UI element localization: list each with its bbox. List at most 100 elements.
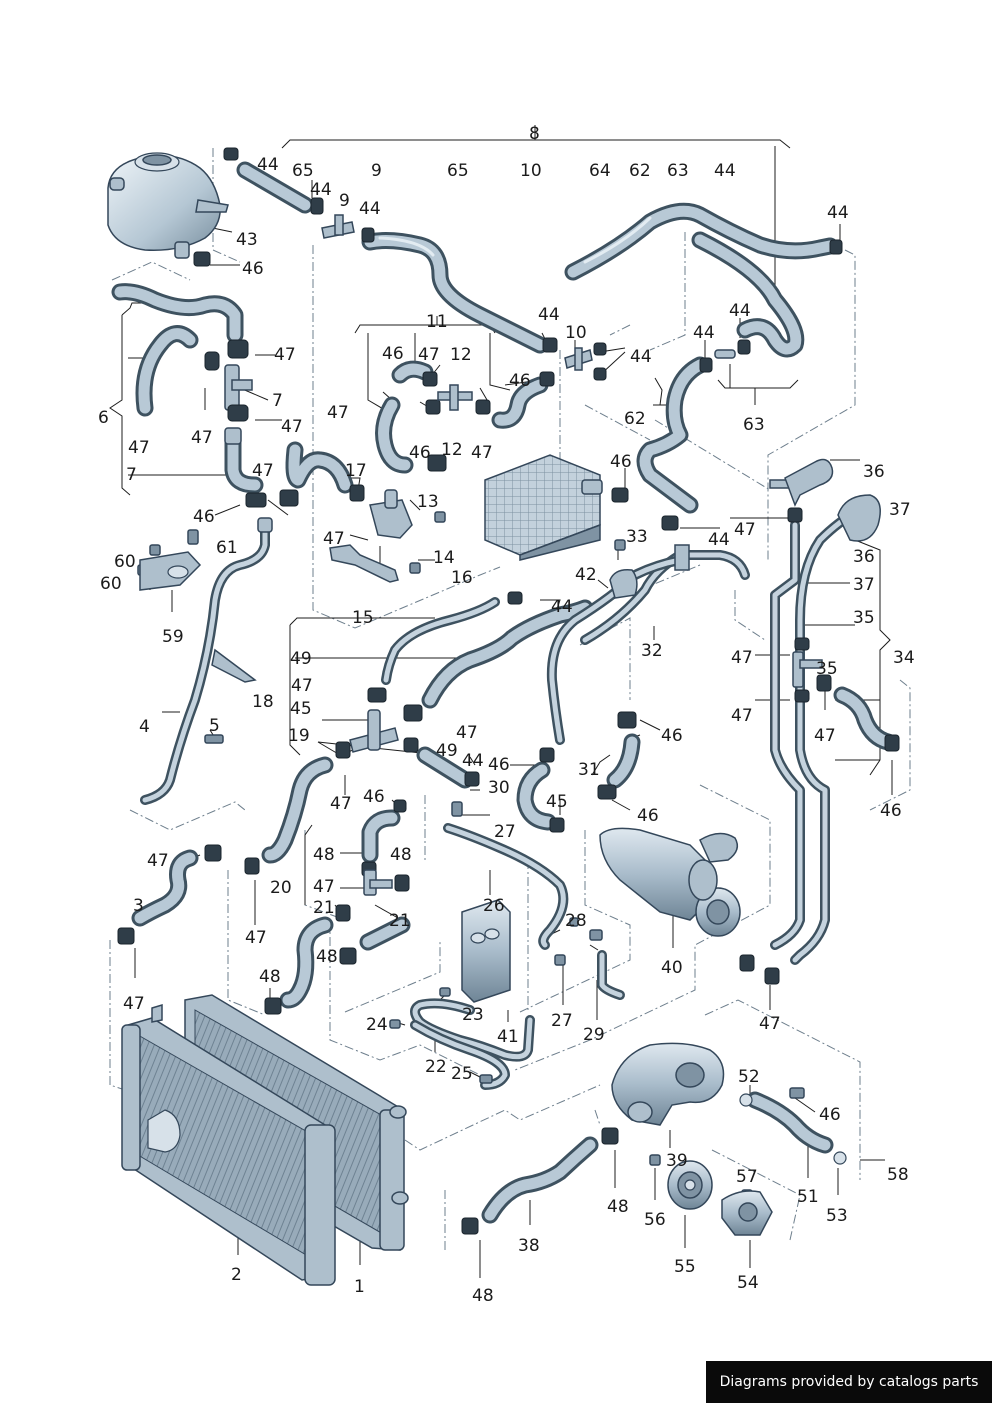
callout: 56 bbox=[644, 1210, 666, 1230]
callout: 19 bbox=[288, 726, 310, 746]
callout: 47 bbox=[734, 520, 756, 540]
callout: 47 bbox=[323, 529, 345, 549]
callout: 7 bbox=[126, 465, 137, 485]
callout: 12 bbox=[441, 440, 463, 460]
callout: 34 bbox=[893, 648, 915, 668]
callout: 36 bbox=[853, 547, 875, 567]
callout: 33 bbox=[626, 527, 648, 547]
callout: 52 bbox=[738, 1067, 760, 1087]
callout: 46 bbox=[409, 443, 431, 463]
callout: 45 bbox=[546, 792, 568, 812]
callout: 46 bbox=[819, 1105, 841, 1125]
callout: 47 bbox=[814, 726, 836, 746]
callout: 57 bbox=[736, 1167, 758, 1187]
callout: 51 bbox=[797, 1187, 819, 1207]
callout: 46 bbox=[661, 726, 683, 746]
callout: 47 bbox=[330, 794, 352, 814]
callout: 23 bbox=[462, 1005, 484, 1025]
callout: 47 bbox=[327, 403, 349, 423]
callout: 10 bbox=[565, 323, 587, 343]
callout: 21 bbox=[389, 911, 411, 931]
callout: 2 bbox=[231, 1265, 242, 1285]
callout: 22 bbox=[425, 1057, 447, 1077]
callout: 5 bbox=[209, 716, 220, 736]
callout: 54 bbox=[737, 1273, 759, 1293]
callout: 30 bbox=[488, 778, 510, 798]
callout: 42 bbox=[575, 565, 597, 585]
callout: 46 bbox=[488, 755, 510, 775]
callout: 47 bbox=[245, 928, 267, 948]
callout: 58 bbox=[887, 1165, 909, 1185]
callout: 39 bbox=[666, 1151, 688, 1171]
callout: 48 bbox=[390, 845, 412, 865]
callout: 63 bbox=[667, 161, 689, 181]
callout: 36 bbox=[863, 462, 885, 482]
callout: 65 bbox=[292, 161, 314, 181]
callout: 46 bbox=[382, 344, 404, 364]
hoses bbox=[111, 161, 897, 1224]
radiators bbox=[121, 994, 409, 1286]
callout: 48 bbox=[259, 967, 281, 987]
callout: 25 bbox=[451, 1064, 473, 1084]
callout: 47 bbox=[281, 417, 303, 437]
callout: 47 bbox=[731, 706, 753, 726]
callout: 26 bbox=[483, 896, 505, 916]
callout: 37 bbox=[853, 575, 875, 595]
callout: 41 bbox=[497, 1027, 519, 1047]
callout: 7 bbox=[272, 391, 283, 411]
callout: 43 bbox=[236, 230, 258, 250]
callout: 60 bbox=[100, 574, 122, 594]
callout: 44 bbox=[538, 305, 560, 325]
callout: 47 bbox=[191, 428, 213, 448]
part-number-callouts: 8 44 65 9 65 10 64 62 63 44 44 9 44 44 4… bbox=[98, 124, 915, 1306]
callout: 35 bbox=[816, 659, 838, 679]
callout: 65 bbox=[447, 161, 469, 181]
callout: 48 bbox=[607, 1197, 629, 1217]
callout: 48 bbox=[316, 947, 338, 967]
callout: 44 bbox=[257, 155, 279, 175]
callout: 63 bbox=[743, 415, 765, 435]
callout: 44 bbox=[729, 301, 751, 321]
callout: 44 bbox=[714, 161, 736, 181]
callout: 59 bbox=[162, 627, 184, 647]
callout: 4 bbox=[139, 717, 150, 737]
callout: 44 bbox=[693, 323, 715, 343]
callout: 46 bbox=[509, 371, 531, 391]
callout: 28 bbox=[565, 911, 587, 931]
callout: 44 bbox=[359, 199, 381, 219]
callout: 62 bbox=[624, 409, 646, 429]
callout: 37 bbox=[889, 500, 911, 520]
callout: 46 bbox=[193, 507, 215, 527]
callout: 9 bbox=[339, 191, 350, 211]
callout: 48 bbox=[313, 845, 335, 865]
callout: 60 bbox=[114, 552, 136, 572]
callout: 49 bbox=[290, 649, 312, 669]
callout: 16 bbox=[451, 568, 473, 588]
callout: 8 bbox=[529, 124, 540, 144]
callout: 1 bbox=[354, 1277, 365, 1297]
callout: 46 bbox=[610, 452, 632, 472]
components bbox=[139, 454, 881, 1236]
callout: 32 bbox=[641, 641, 663, 661]
callout: 44 bbox=[462, 751, 484, 771]
callout: 47 bbox=[418, 345, 440, 365]
callout: 21 bbox=[313, 898, 335, 918]
callout: 17 bbox=[345, 461, 367, 481]
turbocharger bbox=[599, 827, 741, 937]
callout: 44 bbox=[551, 597, 573, 617]
callout: 47 bbox=[128, 438, 150, 458]
callout: 11 bbox=[426, 312, 448, 332]
callout: 27 bbox=[551, 1011, 573, 1031]
callout: 44 bbox=[630, 347, 652, 367]
callout: 35 bbox=[853, 608, 875, 628]
callout: 47 bbox=[471, 443, 493, 463]
callout: 47 bbox=[731, 648, 753, 668]
callout: 12 bbox=[450, 345, 472, 365]
callout: 46 bbox=[242, 259, 264, 279]
callout: 44 bbox=[827, 203, 849, 223]
callout: 46 bbox=[880, 801, 902, 821]
callout: 6 bbox=[98, 408, 109, 428]
callout: 13 bbox=[417, 492, 439, 512]
callout: 49 bbox=[436, 741, 458, 761]
